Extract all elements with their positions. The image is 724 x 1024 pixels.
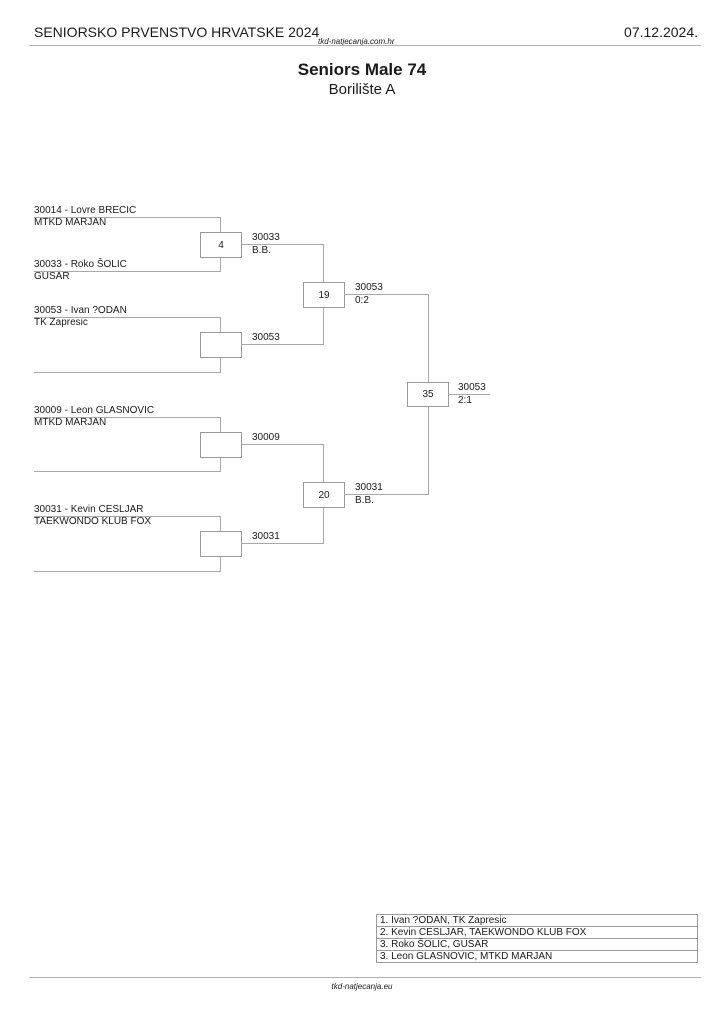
source-url: tkd-natjecanja.com.hr: [318, 37, 395, 46]
match-box[interactable]: [200, 432, 242, 458]
competitor-club: MTKD MARJAN: [34, 417, 107, 428]
table-row: 3. Leon GLASNOVIC, MTKD MARJAN: [376, 950, 698, 963]
competitor-name: 30009 - Leon GLASNOVIC: [34, 405, 155, 416]
competitor-slot: 30033 - Roko ŠOLIC GUSAR: [34, 259, 127, 283]
competitor-slot: 30053 - Ivan ?ODAN TK Zapresic: [34, 305, 127, 329]
bracket-line: [241, 444, 324, 445]
venue-label: Borilište A: [328, 81, 396, 98]
match-score: B.B.: [355, 495, 374, 506]
result-entry: 3. Leon GLASNOVIC, MTKD MARJAN: [376, 950, 698, 963]
match-box[interactable]: 4: [200, 232, 242, 258]
bracket-line: [241, 344, 324, 345]
competitor-slot: 30014 - Lovre BRECIC MTKD MARJAN: [34, 205, 136, 229]
competitor-club: TK Zapresic: [34, 317, 88, 328]
result-entry: 3. Roko ŠOLIC, GUSAR: [376, 938, 698, 951]
match-winner: 30053: [252, 332, 280, 343]
competitor-name: 30033 - Roko ŠOLIC: [34, 259, 127, 270]
category-title: Seniors Male 74: [297, 60, 427, 79]
competitor-slot: 30009 - Leon GLASNOVIC MTKD MARJAN: [34, 405, 154, 429]
competitor-name: 30031 - Kevin CESLJAR: [34, 504, 144, 515]
results-table: 1. Ivan ?ODAN, TK Zapresic 2. Kevin CESL…: [376, 914, 698, 963]
match-score: B.B.: [252, 245, 271, 256]
table-row: 3. Roko ŠOLIC, GUSAR: [376, 938, 698, 951]
bracket-line: [34, 317, 221, 318]
bracket-line: [34, 571, 221, 572]
competitor-club: GUSAR: [34, 271, 70, 282]
champion-id: 30053: [458, 382, 486, 393]
match-number: 35: [422, 389, 434, 400]
match-winner: 30031: [252, 531, 280, 542]
match-number: 4: [218, 239, 224, 251]
bracket-line: [34, 417, 221, 418]
bracket-line: [344, 294, 429, 295]
match-number: 19: [318, 289, 330, 301]
match-winner: 30031: [355, 482, 383, 493]
table-row: 1. Ivan ?ODAN, TK Zapresic: [376, 914, 698, 927]
match-winner: 30033: [252, 232, 280, 243]
match-box[interactable]: [200, 332, 242, 358]
result-entry: 2. Kevin CESLJAR, TAEKWONDO KLUB FOX: [376, 926, 698, 939]
match-score: 0:2: [355, 295, 369, 306]
match-winner: 30053: [355, 282, 383, 293]
event-title: SENIORSKO PRVENSTVO HRVATSKE 2024: [34, 24, 320, 40]
competitor-club: TAEKWONDO KLUB FOX: [34, 516, 152, 527]
bracket-line: [241, 244, 324, 245]
match-winner: 30009: [252, 432, 280, 443]
header-divider: [29, 45, 701, 46]
match-box[interactable]: [200, 531, 242, 557]
bracket-line: [34, 372, 221, 373]
final-score: 2:1: [458, 395, 472, 406]
table-row: 2. Kevin CESLJAR, TAEKWONDO KLUB FOX: [376, 926, 698, 939]
match-number: 20: [318, 489, 330, 501]
competitor-slot: 30031 - Kevin CESLJAR TAEKWONDO KLUB FOX: [34, 504, 151, 528]
competitor-name: 30053 - Ivan ?ODAN: [34, 305, 127, 316]
bracket-line: [34, 471, 221, 472]
bracket-line: [241, 543, 324, 544]
result-entry: 1. Ivan ?ODAN, TK Zapresic: [376, 914, 698, 927]
bracket-line: [448, 394, 490, 395]
match-box[interactable]: 20: [303, 482, 345, 508]
competitor-name: 30014 - Lovre BRECIC: [34, 205, 137, 216]
bracket-line: [344, 494, 429, 495]
final-match-box[interactable]: 35: [407, 382, 449, 407]
footer-url[interactable]: tkd-natjecanja.eu: [331, 982, 393, 991]
bracket-line: [34, 516, 221, 517]
bracket-line: [34, 271, 221, 272]
footer-divider: [29, 977, 701, 978]
bracket-line: [34, 217, 221, 218]
match-box[interactable]: 19: [303, 282, 345, 308]
event-date: 07.12.2024.: [624, 24, 698, 40]
competitor-club: MTKD MARJAN: [34, 217, 107, 228]
